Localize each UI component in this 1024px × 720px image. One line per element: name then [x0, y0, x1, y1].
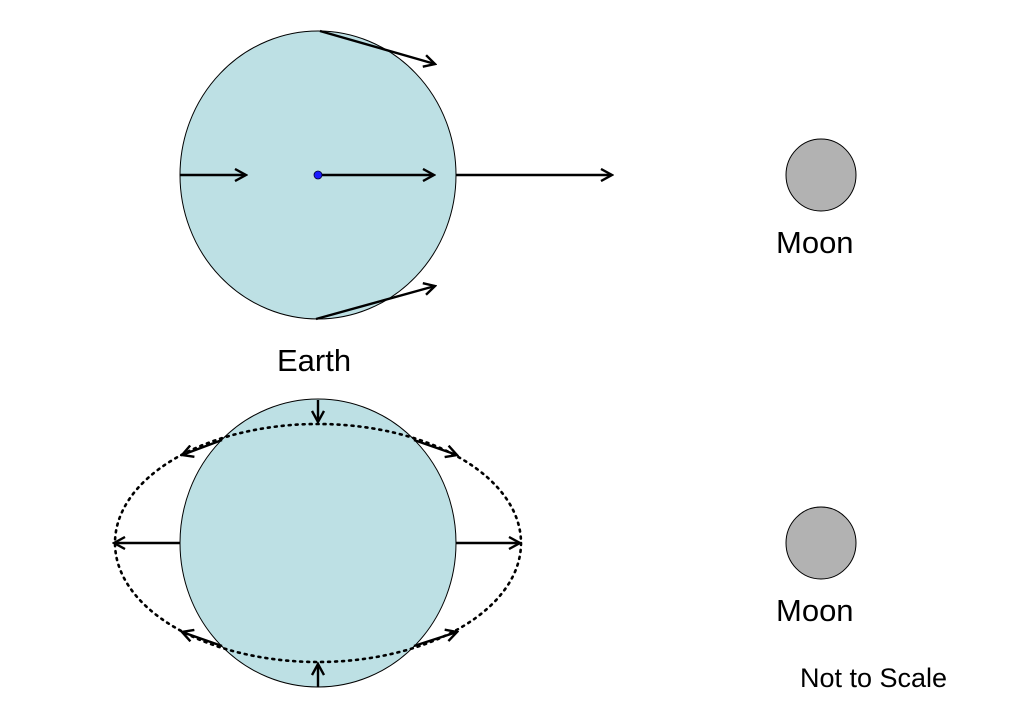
moon-label-bottom: Moon [776, 593, 854, 628]
moon-label-top: Moon [776, 225, 854, 260]
arrow-upper-left-icon [182, 438, 223, 455]
arrow-lower-right-icon [413, 632, 457, 648]
arrow-bottom-pole-icon [315, 286, 435, 321]
earth-bottom [179, 398, 457, 688]
moon-top [785, 138, 857, 212]
center-dot-icon [313, 170, 323, 180]
arrow-upper-right-icon [413, 438, 457, 455]
top-panel [179, 29, 857, 321]
arrow-top-pole-icon [319, 29, 435, 64]
scale-note: Not to Scale [800, 663, 948, 693]
earth-label: Earth [277, 343, 352, 378]
arrow-lower-left-icon [182, 632, 223, 648]
moon-bottom [785, 506, 857, 580]
bottom-panel [114, 398, 857, 688]
